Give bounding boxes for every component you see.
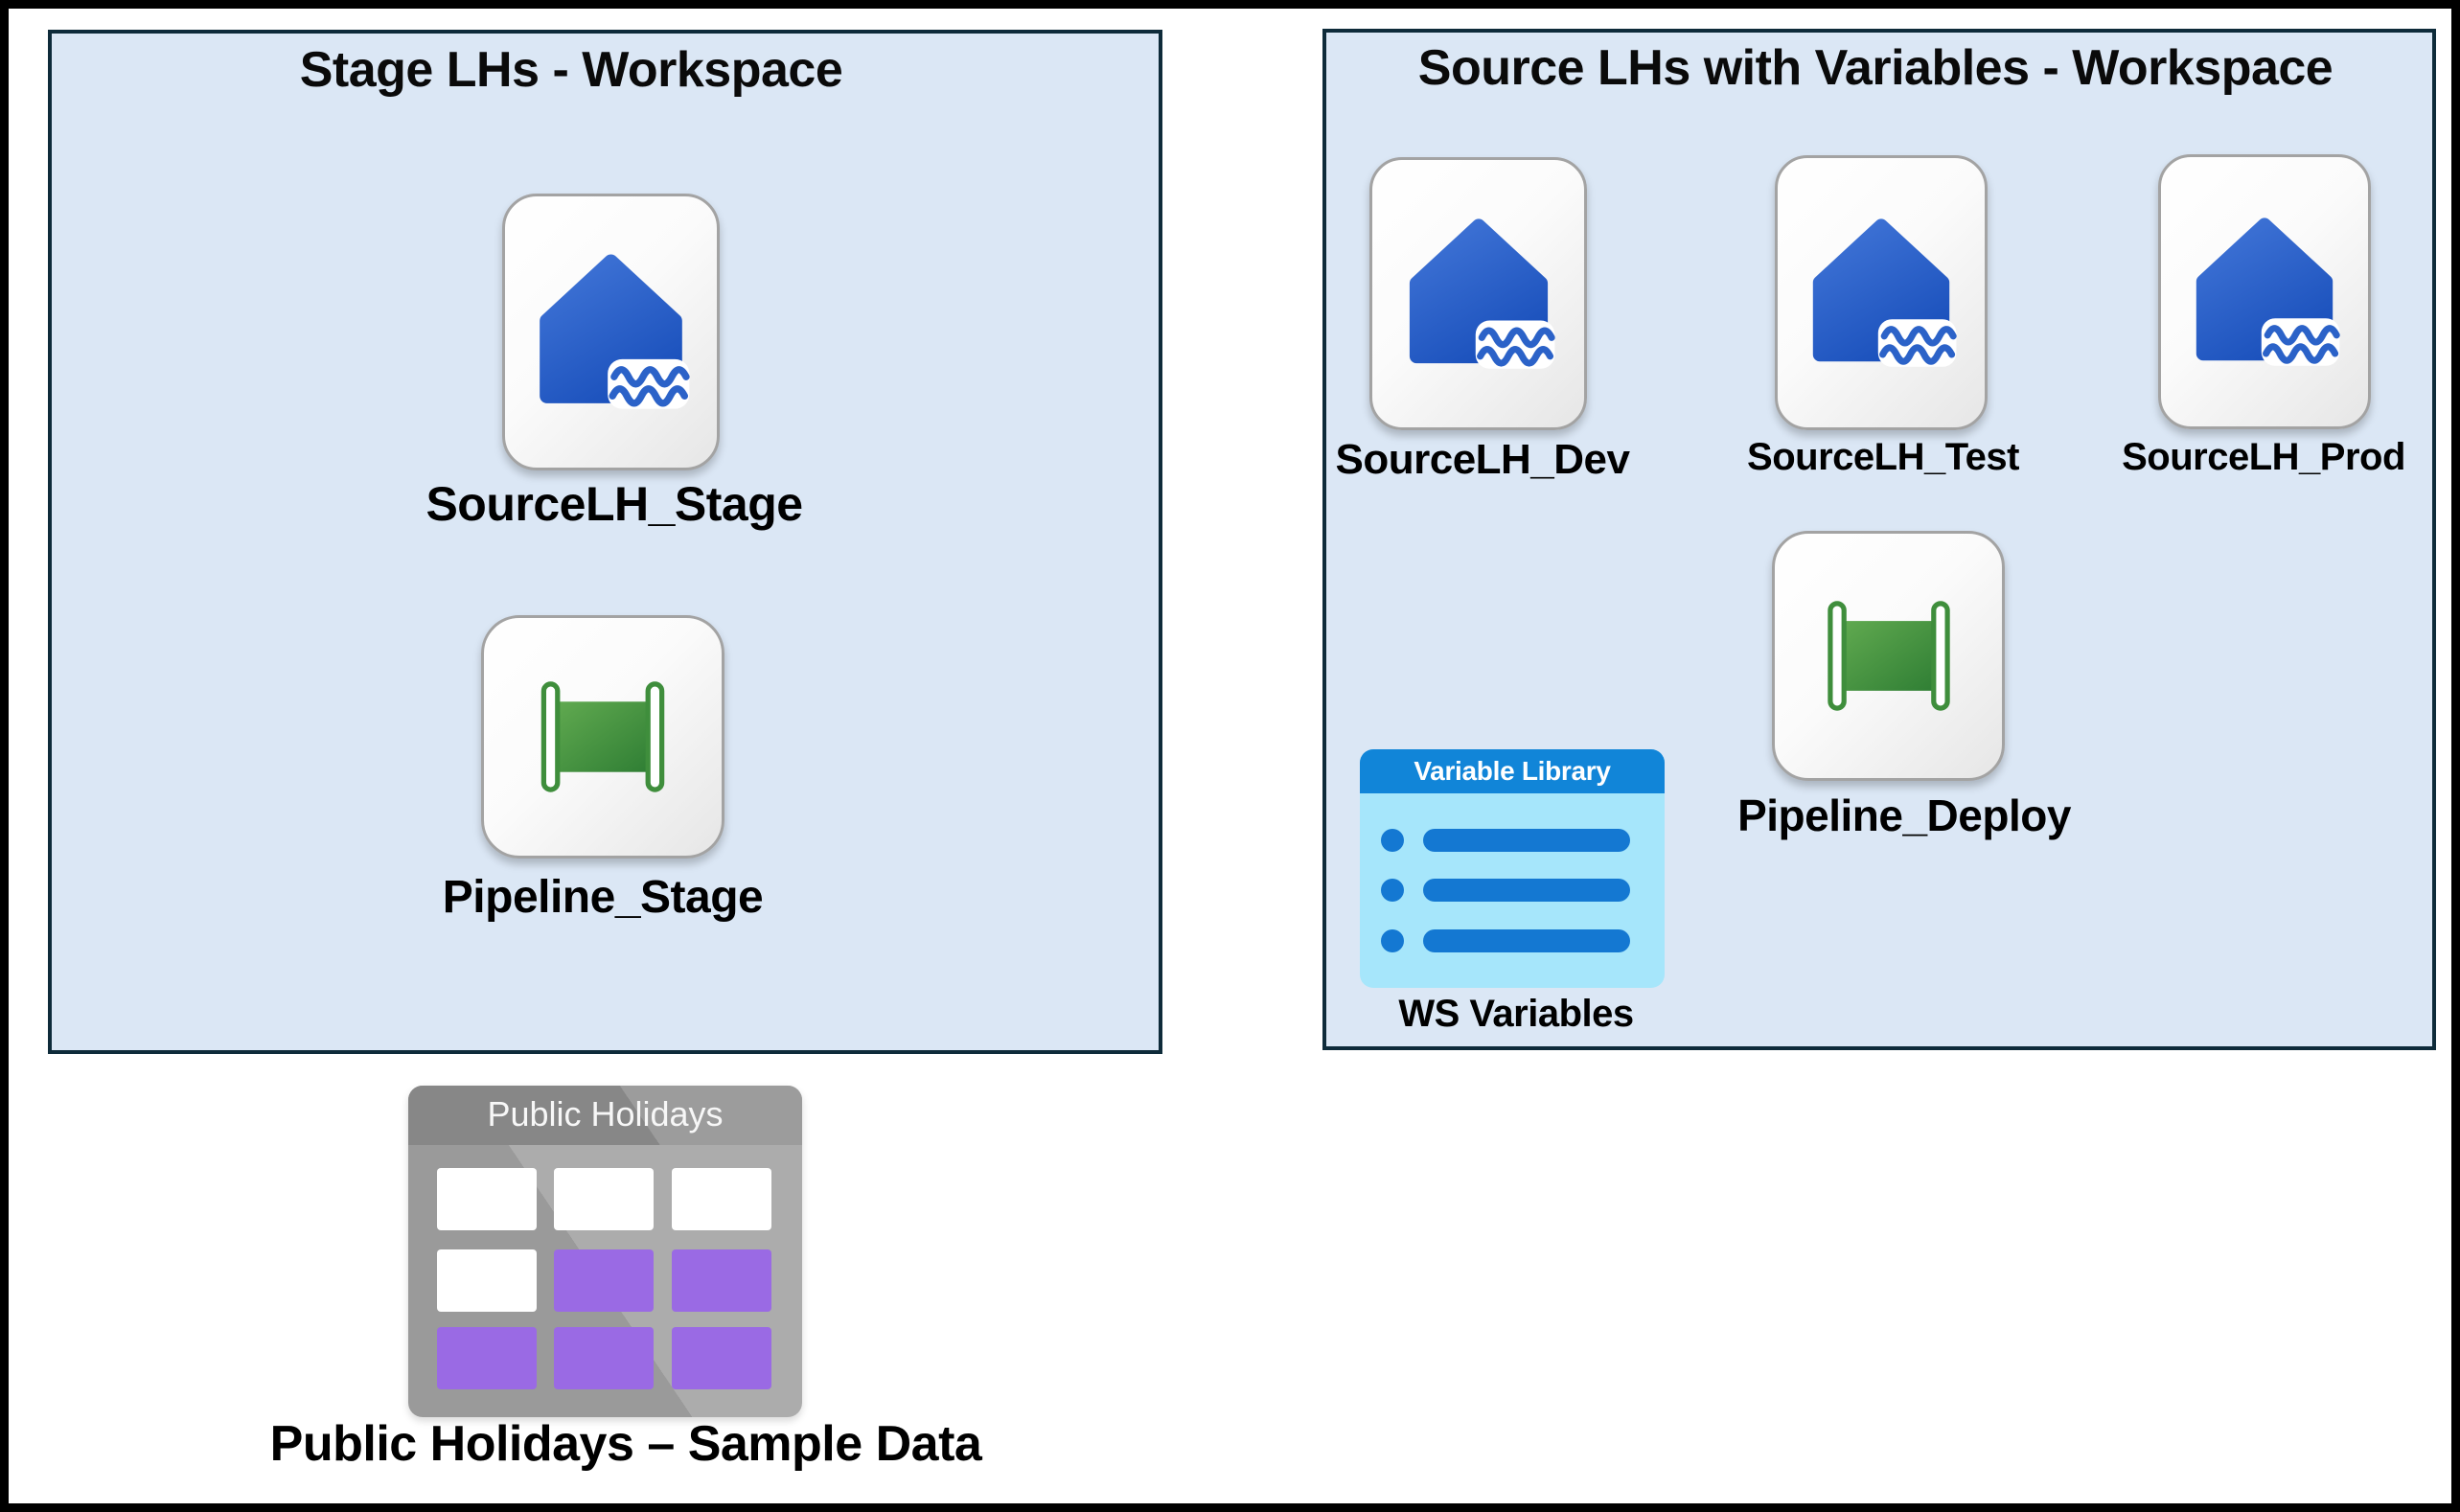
workspace-stage-lhs: Stage LHs - Workspace — [48, 30, 1162, 1054]
lakehouse-icon — [2196, 217, 2340, 366]
table-icon-public-holidays: Public Holidays — [408, 1086, 802, 1417]
lakehouse-icon — [1409, 218, 1555, 369]
workspace-source-lhs-variables: Source LHs with Variables - Workspace So… — [1322, 29, 2436, 1050]
lakehouse-card-sourcelh-stage — [502, 194, 720, 470]
lakehouse-icon — [540, 254, 690, 409]
variable-bar — [1423, 829, 1630, 852]
table-cell — [554, 1327, 654, 1389]
sample-data-label: Public Holidays – Sample Data — [269, 1416, 982, 1472]
lakehouse-card-sourcelh-dev — [1369, 157, 1587, 430]
pipeline-card-pipeline-deploy — [1772, 531, 2005, 781]
table-cell — [437, 1327, 537, 1389]
pipeline-icon — [540, 681, 665, 792]
bullet-dot — [1381, 829, 1404, 852]
workspace-title-source-variables: Source LHs with Variables - Workspace — [1417, 40, 2334, 96]
table-cell — [672, 1168, 771, 1230]
table-cell — [437, 1168, 537, 1230]
table-cell — [437, 1249, 537, 1312]
pipeline-label-pipeline-deploy: Pipeline_Deploy — [1737, 790, 2071, 840]
variable-library-label: WS Variables — [1398, 993, 1634, 1035]
lakehouse-label-sourcelh-stage: SourceLH_Stage — [425, 477, 803, 531]
variable-library-icon-title: Variable Library — [1360, 749, 1665, 793]
variable-library-row — [1360, 879, 1665, 902]
table-cell — [672, 1327, 771, 1389]
pipeline-card-pipeline-stage — [481, 615, 724, 859]
lakehouse-card-sourcelh-test — [1775, 155, 1988, 430]
lakehouse-label-sourcelh-test: SourceLH_Test — [1747, 436, 2019, 478]
pipeline-label-pipeline-stage: Pipeline_Stage — [442, 872, 764, 923]
lakehouse-icon — [1812, 218, 1957, 367]
lakehouse-label-sourcelh-dev: SourceLH_Dev — [1335, 436, 1630, 483]
variable-bar — [1423, 929, 1630, 952]
lakehouse-card-sourcelh-prod — [2158, 154, 2371, 429]
pipeline-icon — [1827, 601, 1950, 711]
variable-library-icon: Variable Library — [1360, 749, 1665, 988]
workspace-title-stage: Stage LHs - Workspace — [299, 42, 843, 98]
bullet-dot — [1381, 879, 1404, 902]
table-icon-title: Public Holidays — [408, 1086, 802, 1145]
variable-library-row — [1360, 829, 1665, 852]
table-cell — [554, 1249, 654, 1312]
bullet-dot — [1381, 929, 1404, 952]
table-cell — [672, 1249, 771, 1312]
variable-library-row — [1360, 929, 1665, 952]
table-cell — [554, 1168, 654, 1230]
variable-bar — [1423, 879, 1630, 902]
lakehouse-label-sourcelh-prod: SourceLH_Prod — [2122, 436, 2405, 478]
